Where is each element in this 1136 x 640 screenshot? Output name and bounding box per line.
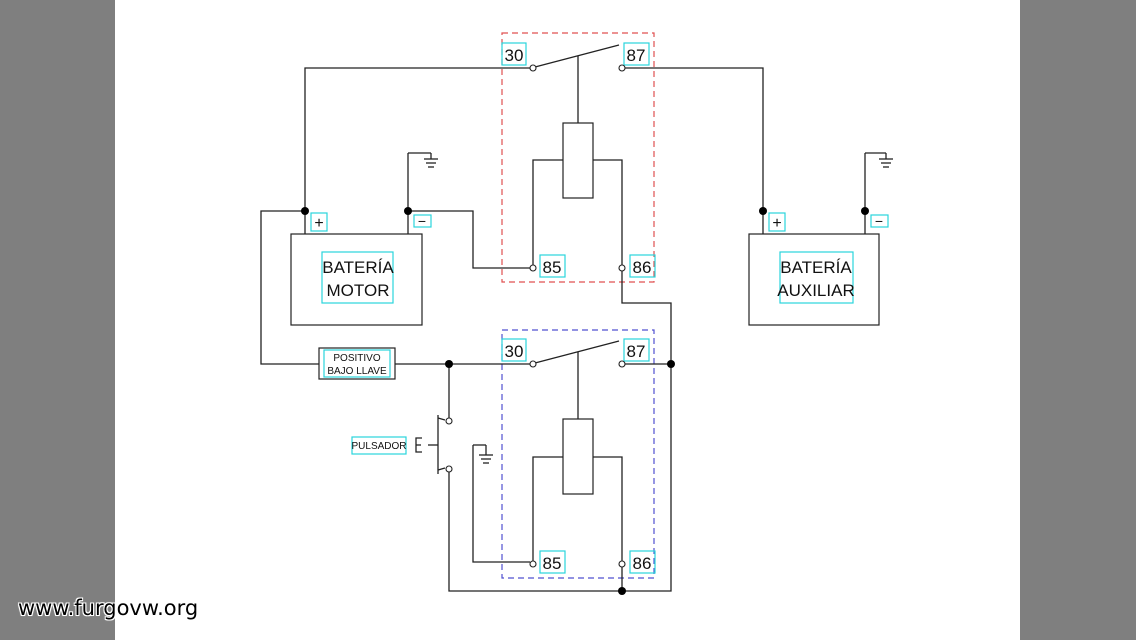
relay-bottom-switch-icon	[532, 340, 623, 562]
key-positive-line1: POSITIVO	[333, 353, 380, 364]
battery-aux-label-line1: BATERÍA	[780, 258, 852, 277]
ground-icon	[473, 444, 493, 464]
push-button-label: PULSADOR	[351, 441, 406, 452]
battery-motor	[290, 233, 423, 326]
relay-top-pin-87: 87	[627, 46, 646, 65]
battery-aux-minus: −	[875, 213, 883, 229]
push-button-switch-icon	[415, 415, 446, 474]
battery-motor-label-line1: BATERÍA	[322, 258, 394, 277]
key-positive-box	[318, 347, 396, 380]
site-watermark: www.furgovw.org	[18, 596, 199, 620]
relay-top-switch-icon	[532, 44, 623, 266]
relay-top-enclosure	[501, 32, 655, 283]
relay-top-pin-30: 30	[505, 46, 524, 65]
key-positive-line2: BAJO LLAVE	[327, 366, 387, 377]
relay-bottom-pin-86: 86	[633, 554, 652, 573]
battery-motor-minus: −	[418, 213, 426, 229]
battery-motor-plus: +	[314, 215, 323, 232]
relay-bottom-pin-85: 85	[543, 554, 562, 573]
relay-bottom-pin-30: 30	[505, 342, 524, 361]
relay-top-coil-icon	[562, 122, 594, 199]
relay-bottom-pin-87: 87	[627, 342, 646, 361]
relay-bottom-enclosure	[501, 329, 655, 579]
battery-motor-label-line2: MOTOR	[327, 281, 390, 300]
relay-bottom-coil-icon	[562, 418, 594, 495]
relay-top-pin-85: 85	[543, 258, 562, 277]
battery-aux-label-line2: AUXILIAR	[777, 281, 854, 300]
relay-top-pin-86: 86	[633, 258, 652, 277]
ground-icon	[879, 153, 893, 168]
ground-icon	[424, 153, 438, 168]
battery-aux-plus: +	[772, 215, 781, 232]
battery-aux	[748, 233, 880, 326]
